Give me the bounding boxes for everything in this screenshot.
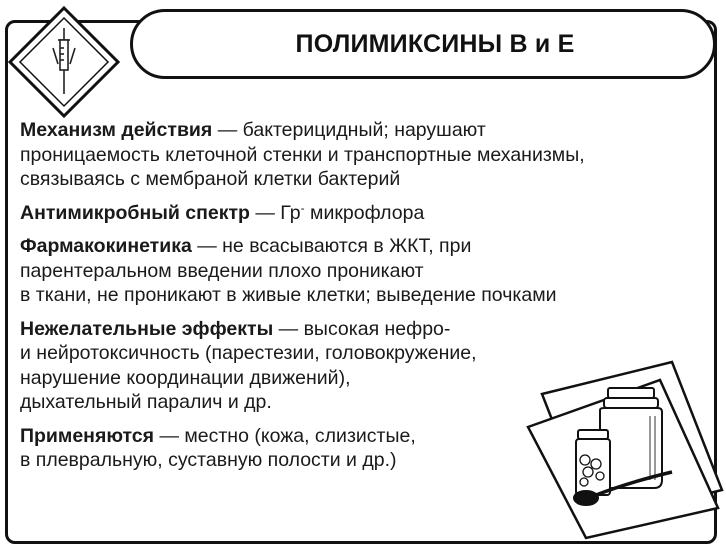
section-text: связываясь с мембраной клетки бактерий xyxy=(20,168,401,190)
section-heading: Нежелательные эффекты xyxy=(20,317,274,340)
section-text: микрофлора xyxy=(304,201,425,224)
section-text: и нейротоксичность (парестезии, головокр… xyxy=(20,342,477,364)
section-spectrum: Антимикробный спектр — Гр- микрофлора xyxy=(20,201,700,226)
content-body: Механизм действия — бактерицидный; наруш… xyxy=(20,118,700,482)
section-heading: Фармакокинетика xyxy=(20,235,192,257)
section-text: дыхательный паралич и др. xyxy=(20,391,272,413)
section-usage: Применяются — местно (кожа, слизистые, в… xyxy=(20,424,700,473)
section-text: — не всасываются в ЖКТ, при xyxy=(191,235,472,257)
section-text: — местно (кожа, слизистые, xyxy=(154,424,416,447)
section-side-effects: Нежелательные эффекты — высокая нефро- и… xyxy=(20,317,700,415)
section-text: в ткани, не проникают в живые клетки; вы… xyxy=(20,284,557,306)
section-text: в плевральную, суставную полости и др.) xyxy=(20,449,397,471)
section-text: нарушение координации движений), xyxy=(20,366,351,389)
syringe-icon xyxy=(7,5,121,119)
section-heading: Механизм действия xyxy=(20,119,213,141)
section-mechanism: Механизм действия — бактерицидный; наруш… xyxy=(20,118,700,192)
section-pharmacokinetics: Фармакокинетика — не всасываются в ЖКТ, … xyxy=(20,234,700,308)
superscript-minus: - xyxy=(300,200,305,215)
title-bar: ПОЛИМИКСИНЫ В и Е xyxy=(130,9,716,79)
section-text: проницаемость клеточной стенки и транспо… xyxy=(20,143,585,166)
page-title: ПОЛИМИКСИНЫ В и Е xyxy=(295,29,575,58)
section-text: — Гр xyxy=(249,201,301,224)
section-text: — бактерицидный; нарушают xyxy=(212,119,486,141)
section-heading: Применяются xyxy=(20,424,155,447)
section-text: — высокая нефро- xyxy=(273,317,451,340)
section-heading: Антимикробный спектр xyxy=(20,201,250,224)
section-text: парентеральном введении плохо проникают xyxy=(20,259,424,282)
medicine-jars-icon xyxy=(526,360,724,540)
